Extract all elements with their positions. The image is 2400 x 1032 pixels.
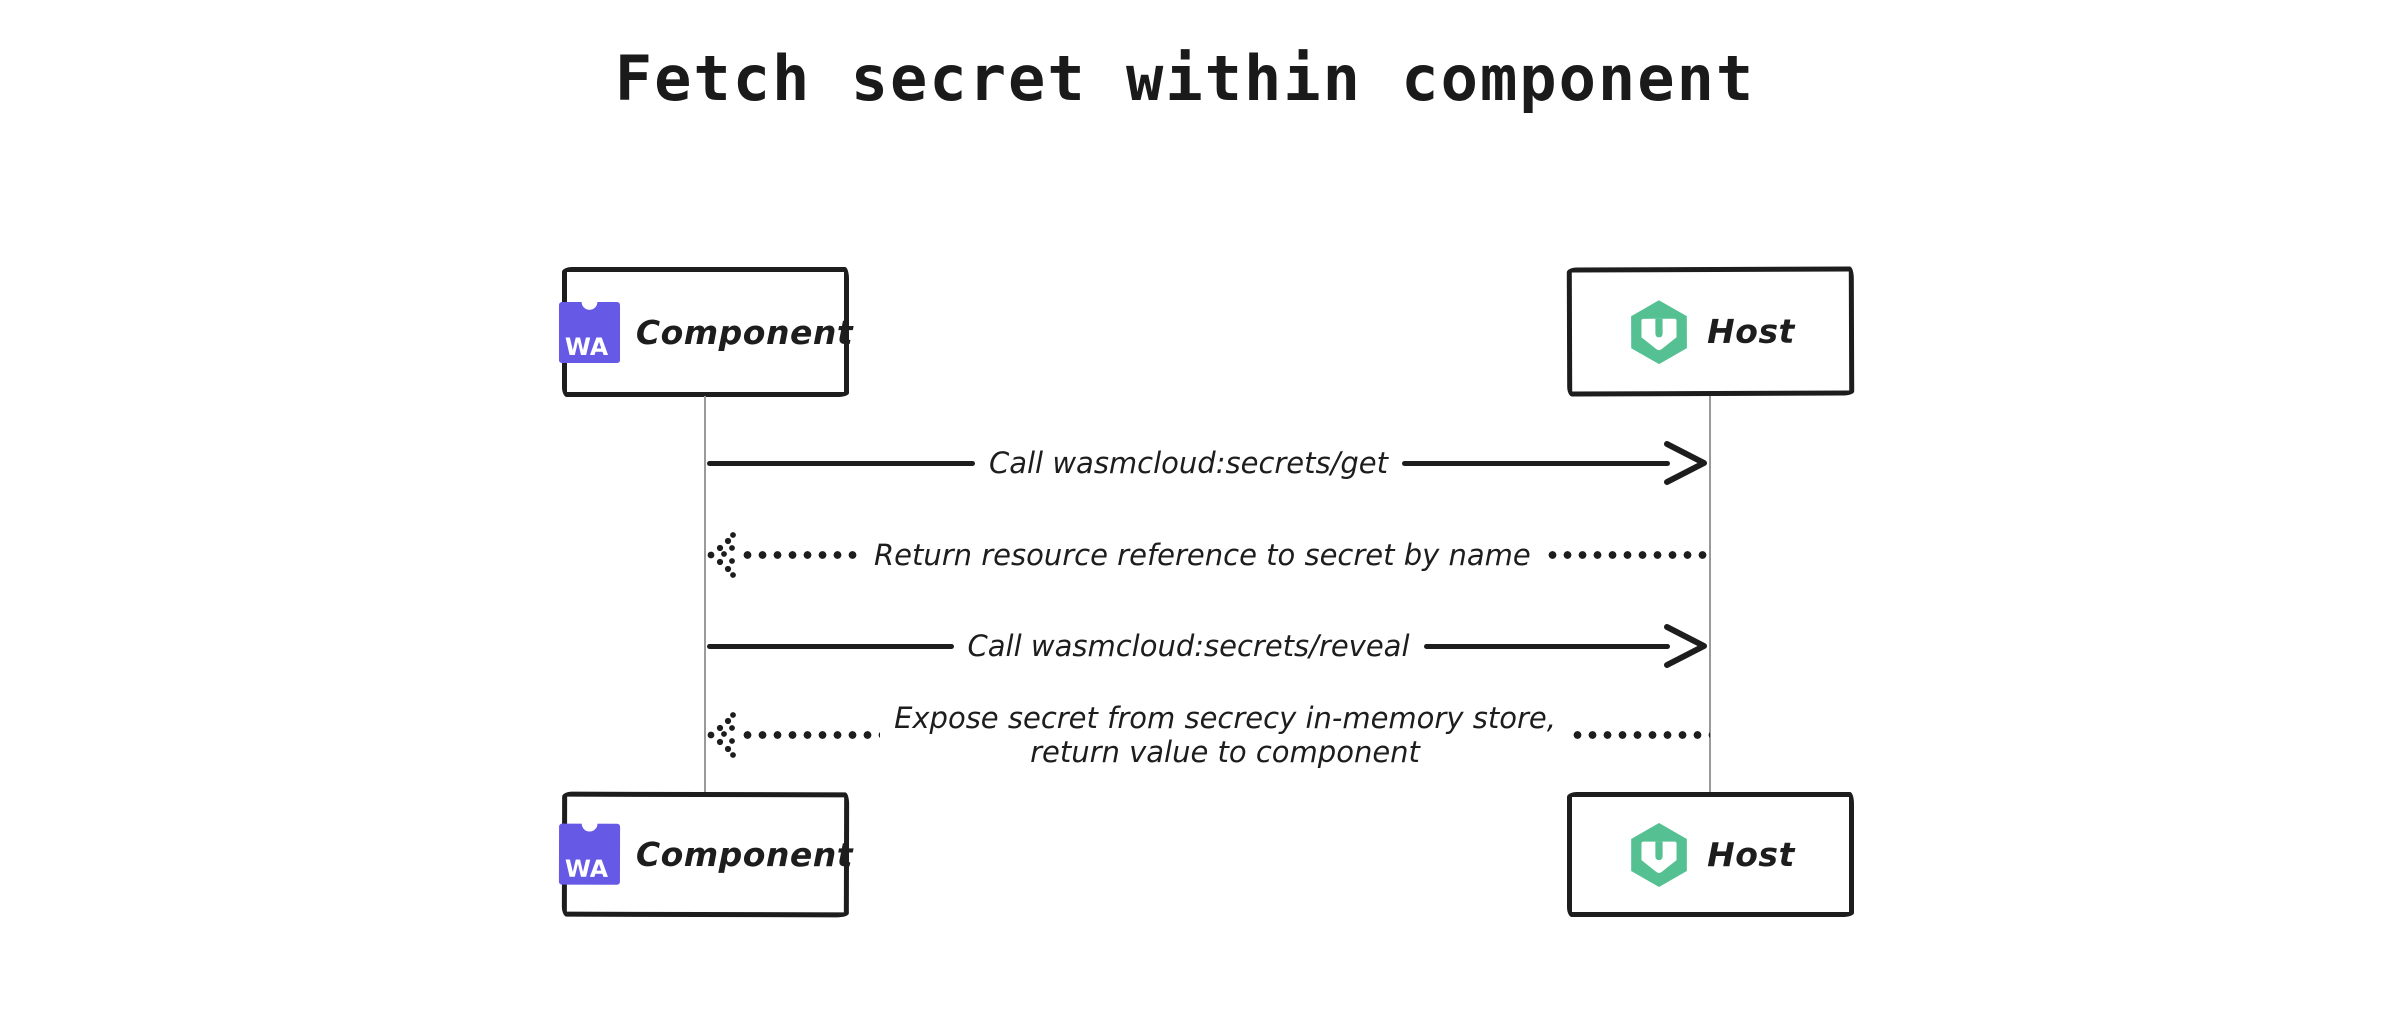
actor-label-component: Component (635, 312, 854, 352)
message-label: Return resource reference to secret by n… (860, 538, 1545, 572)
message-line (707, 460, 975, 466)
arrowhead-right-icon (1664, 624, 1708, 668)
actor-host-top: Host (1566, 266, 1855, 397)
message-line (707, 643, 954, 649)
message-call-secrets-get: Call wasmcloud:secrets/get (707, 435, 1710, 491)
svg-text:WA: WA (565, 855, 609, 883)
message-expose-secret: Expose secret from secrecy in-memory sto… (707, 690, 1710, 780)
host-lifeline (1709, 396, 1711, 793)
message-line (1402, 460, 1671, 466)
message-return-resource-reference: Return resource reference to secret by n… (707, 527, 1710, 583)
wasm-component-icon: WA (558, 300, 620, 363)
wasm-component-icon: WA (558, 822, 620, 885)
actor-label-host: Host (1707, 835, 1795, 874)
message-line (740, 551, 860, 559)
actor-label-component: Component (635, 834, 854, 875)
message-line (1544, 551, 1710, 559)
message-line (1569, 731, 1710, 739)
message-line (740, 731, 881, 739)
message-call-secrets-reveal: Call wasmcloud:secrets/reveal (707, 618, 1710, 674)
message-label: Call wasmcloud:secrets/reveal (953, 629, 1424, 663)
actor-component-bottom: WA Component (558, 791, 853, 918)
diagram-title: Fetch secret within component (614, 42, 1756, 115)
arrowhead-right-icon (1664, 441, 1708, 485)
arrowhead-left-dotted-icon (707, 712, 736, 758)
actor-host-bottom: Host (1567, 792, 1854, 917)
wasmcloud-host-icon (1631, 822, 1687, 887)
message-label: Expose secret from secrecy in-memory sto… (880, 701, 1570, 769)
message-label: Call wasmcloud:secrets/get (974, 446, 1403, 480)
message-line (1423, 643, 1671, 649)
svg-text:WA: WA (565, 333, 609, 361)
actor-component-top: WA Component (558, 267, 853, 397)
component-lifeline (704, 396, 706, 793)
actor-label-host: Host (1707, 311, 1795, 352)
wasmcloud-host-icon (1631, 299, 1688, 364)
arrowhead-left-dotted-icon (707, 532, 736, 578)
